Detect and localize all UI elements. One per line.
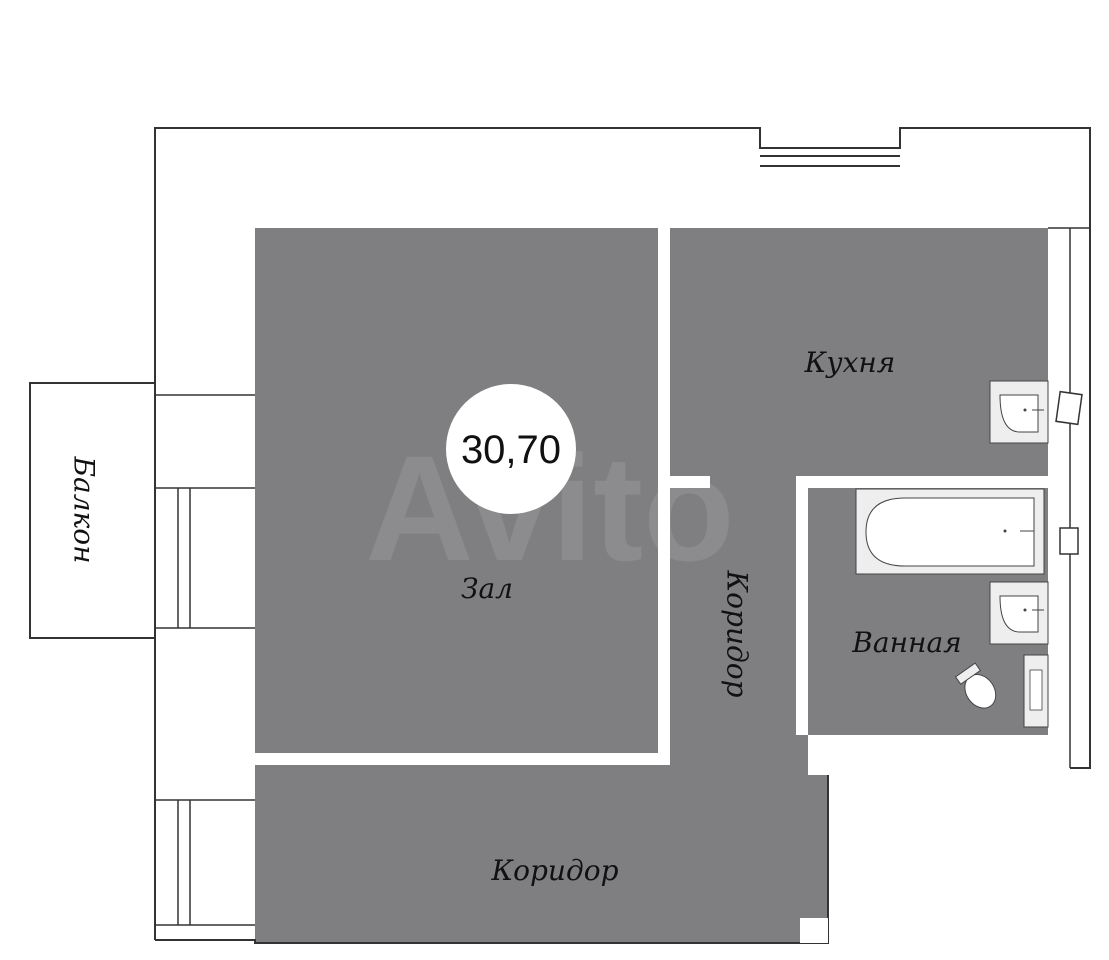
- washing-machine-icon: [1023, 654, 1049, 728]
- radiator: [1055, 390, 1083, 426]
- bathroom-sink-icon: [989, 581, 1049, 645]
- bottom-corner-post: [800, 918, 828, 943]
- corridor-bottom-floor: [255, 765, 828, 943]
- kitchen-sink-icon: [989, 380, 1049, 444]
- balcony-label: Балкон: [68, 455, 101, 563]
- fixtures: [855, 380, 1049, 728]
- balcony-outline: [29, 382, 156, 639]
- hall-label: Зал: [461, 572, 513, 605]
- hall-bottom-wall-right: [538, 753, 670, 765]
- kitchen-label: Кухня: [804, 346, 896, 379]
- toilet-icon: [954, 662, 997, 709]
- bathtub-icon: [855, 488, 1045, 575]
- internal-walls: [255, 228, 1070, 775]
- right-wall-frames: [1048, 227, 1090, 768]
- corridor-junction-floor: [670, 735, 828, 775]
- floor-areas: [255, 228, 1048, 943]
- area-badge-circle: [446, 384, 576, 514]
- area-badge: 30,70: [446, 384, 576, 514]
- bath-left-wall: [796, 476, 808, 604]
- kitchen-bath-wall: [808, 476, 1048, 488]
- hall-bottom-wall-left: [255, 753, 415, 765]
- balcony: Балкон: [29, 382, 156, 639]
- right-wall-strip: [1048, 228, 1070, 768]
- kitchen-floor: [670, 228, 1048, 476]
- corridor-bottom-label: Коридор: [490, 854, 618, 887]
- left-wall-frames: [155, 394, 255, 926]
- bottom-wall-line: [155, 775, 829, 944]
- bath-bottom-wall: [808, 735, 1070, 775]
- area-value: 30,70: [461, 428, 561, 472]
- corridor-vertical-label: Коридор: [721, 569, 754, 697]
- outer-walls: [154, 127, 1091, 940]
- outer-wall-outline: [154, 127, 1091, 940]
- radiator: [1059, 527, 1079, 555]
- hall-floor: [255, 228, 658, 753]
- kitchen-corridor-stub: [670, 476, 710, 488]
- bath-left-wall-lower: [796, 700, 808, 735]
- bottom-boundary: [155, 775, 829, 944]
- bathroom-label: Ванная: [851, 626, 961, 659]
- hall-corridor-wall: [658, 228, 670, 753]
